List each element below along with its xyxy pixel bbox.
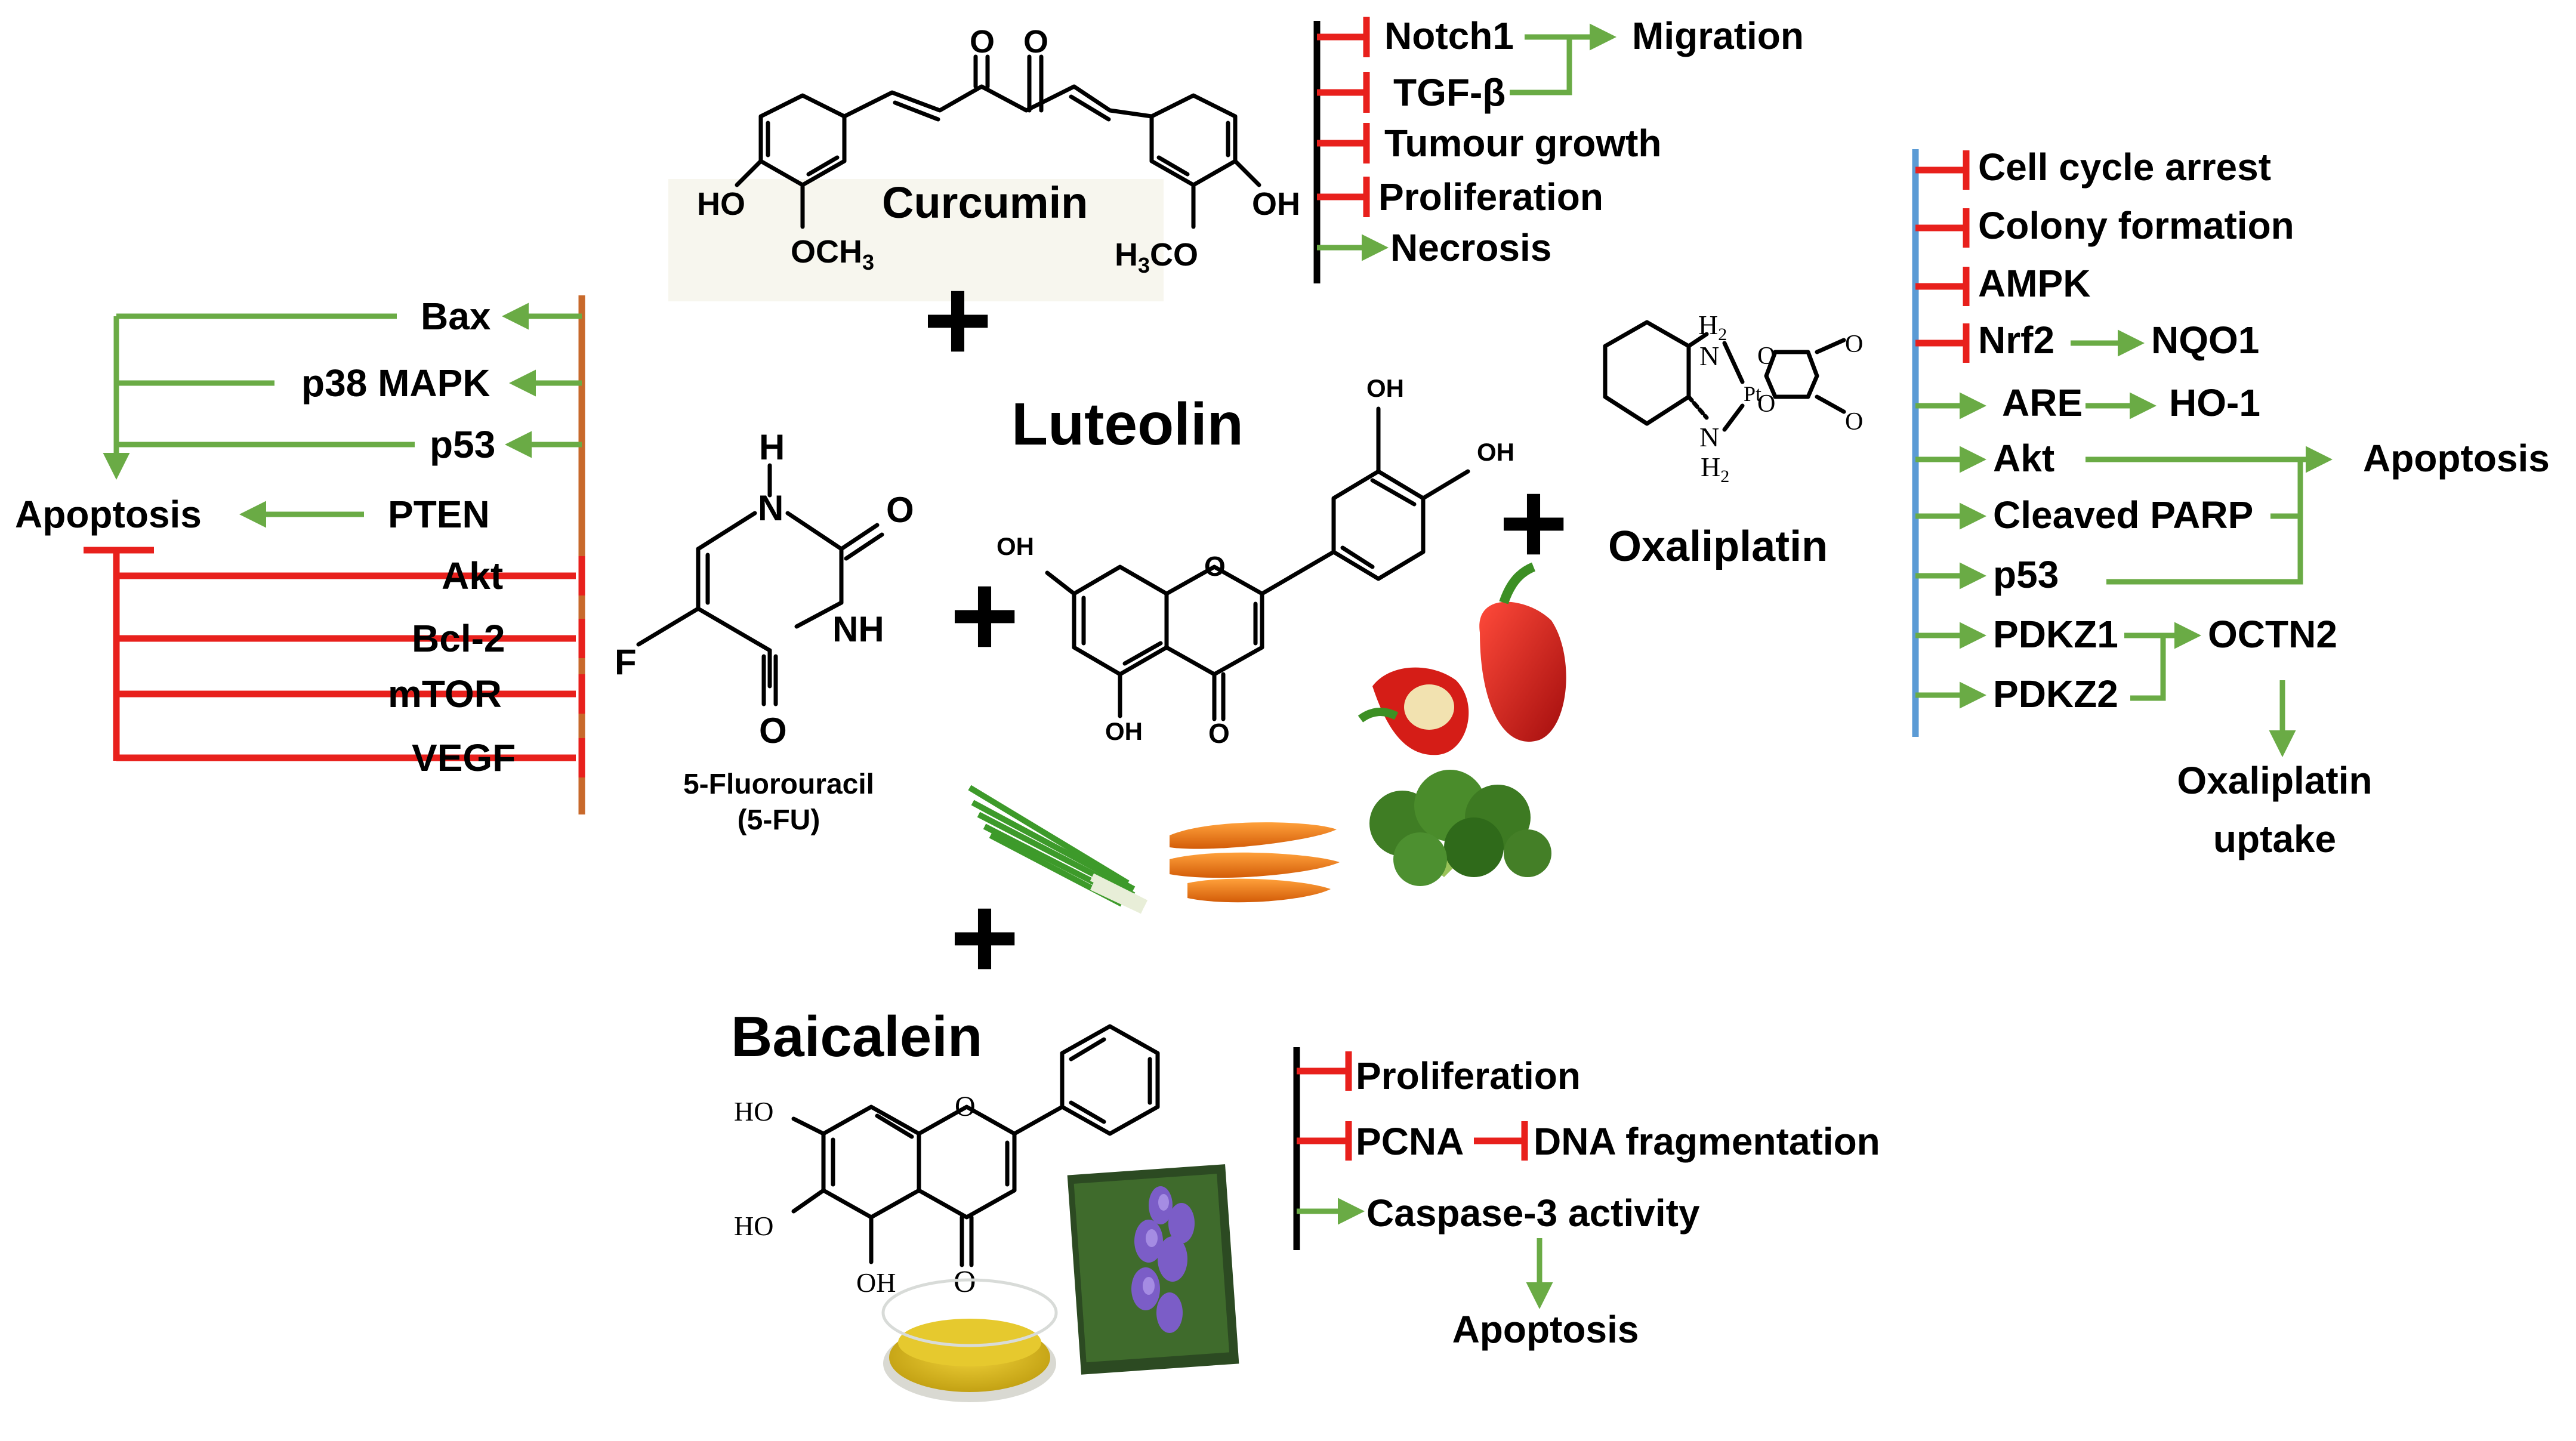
baicalein-ho2: HO (734, 1211, 773, 1241)
luteolin-oh-left: OH (997, 532, 1034, 560)
oxali-n2: N (1699, 422, 1719, 452)
fu-nh-label: NH (832, 609, 884, 649)
curcumin-och3-label: OCH3 (791, 234, 874, 274)
broccoli-image (1369, 770, 1551, 886)
luteolin-keto-o: O (1208, 718, 1230, 749)
pdkz1-label: PDKZ1 (1993, 613, 2118, 656)
red-pepper-image (1358, 562, 1566, 755)
curcumin-ho-label: HO (697, 186, 745, 222)
oxali-h2-top: H2 (1698, 310, 1727, 344)
migration-label: Migration (1632, 14, 1804, 57)
baicalein-keto-o: O (954, 1265, 976, 1299)
luteolin-oh-top2: OH (1477, 438, 1514, 466)
ampk-label: AMPK (1978, 262, 2090, 305)
oxaliplatin-uptake-label-1: Oxaliplatin (2177, 759, 2372, 802)
plus-sign-curcumin: + (923, 254, 993, 387)
fu-name: 5-Fluorouracil (683, 769, 874, 800)
oxali-apoptosis-label: Apoptosis (2363, 437, 2550, 480)
curcumin-proliferation-label: Proliferation (1378, 175, 1603, 218)
baicalein-apoptosis-label: Apoptosis (1452, 1308, 1639, 1351)
nqo1-label: NQO1 (2151, 319, 2259, 362)
pdkz2-label: PDKZ2 (1993, 672, 2118, 715)
tgfb-label: TGF-β (1393, 71, 1506, 114)
dna-fragmentation-label: DNA fragmentation (1534, 1120, 1880, 1163)
fu-apoptosis-label: Apoptosis (15, 493, 202, 536)
baicalein-oh: OH (856, 1267, 896, 1298)
baicalein-proliferation-label: Proliferation (1356, 1054, 1581, 1097)
fu-o1-label: O (886, 490, 914, 530)
are-label: ARE (2002, 381, 2083, 424)
luteolin-oh-top1: OH (1366, 374, 1404, 402)
fu-f-label: F (615, 642, 637, 682)
oxaliplatin-uptake-label-2: uptake (2213, 817, 2336, 860)
curcumin-background (668, 179, 1164, 301)
oxaliplatin-effects-panel: Cell cycle arrest Colony formation AMPK … (1912, 146, 2550, 860)
curcumin-structure: HO OCH3 OH H3CO O O Curcumin (668, 24, 1300, 301)
notch1-label: Notch1 (1384, 14, 1514, 57)
cell-cycle-arrest-label: Cell cycle arrest (1978, 146, 2271, 189)
pten-label: PTEN (388, 493, 490, 536)
p38-mapk-label: p38 MAPK (301, 362, 490, 405)
luteolin-structure: Luteolin O O OH OH OH OH (997, 374, 1514, 749)
fluorouracil-structure: H N O NH F O 5-Fluorouracil (5-FU) (615, 427, 914, 836)
oxali-pt: Pt (1744, 382, 1761, 406)
caspase-3-activity-label: Caspase-3 activity (1366, 1192, 1700, 1235)
cleaved-parp-label: Cleaved PARP (1993, 493, 2253, 536)
luteolin-ring-o: O (1204, 551, 1226, 582)
fu-effects-panel: Bax p38 MAPK p53 PTEN Apoptosis Akt Bcl-… (15, 295, 585, 814)
fu-n1-label: N (758, 488, 783, 528)
curcumin-oh-label: OH (1252, 186, 1300, 222)
curcumin-name: Curcumin (882, 178, 1088, 227)
oxaliplatin-name: Oxaliplatin (1608, 523, 1828, 570)
pcna-label: PCNA (1356, 1120, 1464, 1163)
tumour-growth-label: Tumour growth (1384, 122, 1662, 165)
baicalein-effects-panel: Proliferation PCNA DNA fragmentation Cas… (1293, 1047, 1880, 1351)
fu-abbr: (5-FU) (738, 804, 820, 836)
baicalein-powder-image (881, 1278, 1058, 1402)
baicalein-ring-o: O (955, 1091, 976, 1122)
ho1-label: HO-1 (2169, 381, 2260, 424)
necrosis-label: Necrosis (1390, 226, 1551, 269)
curcumin-o2-label: O (1023, 24, 1048, 60)
vegf-label: VEGF (412, 736, 516, 779)
octn2-label: OCTN2 (2208, 613, 2337, 656)
curcumin-effects-panel: Notch1 TGF-β Migration Tumour growth Pro… (1313, 14, 1804, 283)
oxali-o4: O (1845, 408, 1863, 436)
bax-label: Bax (421, 295, 491, 338)
fu-p53-label: p53 (430, 423, 495, 466)
luteolin-oh-bottom: OH (1105, 717, 1143, 745)
oxali-o2: O (1757, 390, 1775, 418)
mtor-label: mTOR (388, 672, 502, 715)
fu-o2-label: O (759, 711, 787, 751)
oxali-o3: O (1845, 331, 1863, 358)
oxali-n1: N (1699, 341, 1719, 371)
fu-akt-label: Akt (442, 554, 503, 597)
nrf2-label: Nrf2 (1978, 319, 2054, 362)
luteolin-name: Luteolin (1011, 391, 1244, 458)
scutellaria-flower-image (1067, 1164, 1239, 1375)
carrots-image (1170, 822, 1340, 903)
oxali-p53-label: p53 (1993, 553, 2059, 596)
plus-sign-fu: + (950, 549, 1020, 682)
curcumin-h3co-label: H3CO (1115, 237, 1198, 277)
oxali-akt-label: Akt (1993, 437, 2054, 480)
fu-h-label: H (759, 427, 785, 467)
bcl2-label: Bcl-2 (412, 617, 505, 660)
plus-sign-baicalein: + (950, 871, 1020, 1004)
green-onion-image (968, 785, 1148, 914)
oxaliplatin-structure: H2 N Pt N H2 O O O O Oxaliplatin (1603, 310, 1863, 570)
colony-formation-label: Colony formation (1978, 204, 2294, 247)
baicalein-structure: Baicalein O O HO HO OH (731, 1005, 1160, 1299)
baicalein-ho1: HO (734, 1096, 773, 1127)
oxali-o1: O (1757, 342, 1775, 370)
curcumin-o1-label: O (970, 24, 995, 60)
baicalein-name: Baicalein (731, 1005, 983, 1069)
oxali-h2-bottom: H2 (1701, 452, 1729, 486)
